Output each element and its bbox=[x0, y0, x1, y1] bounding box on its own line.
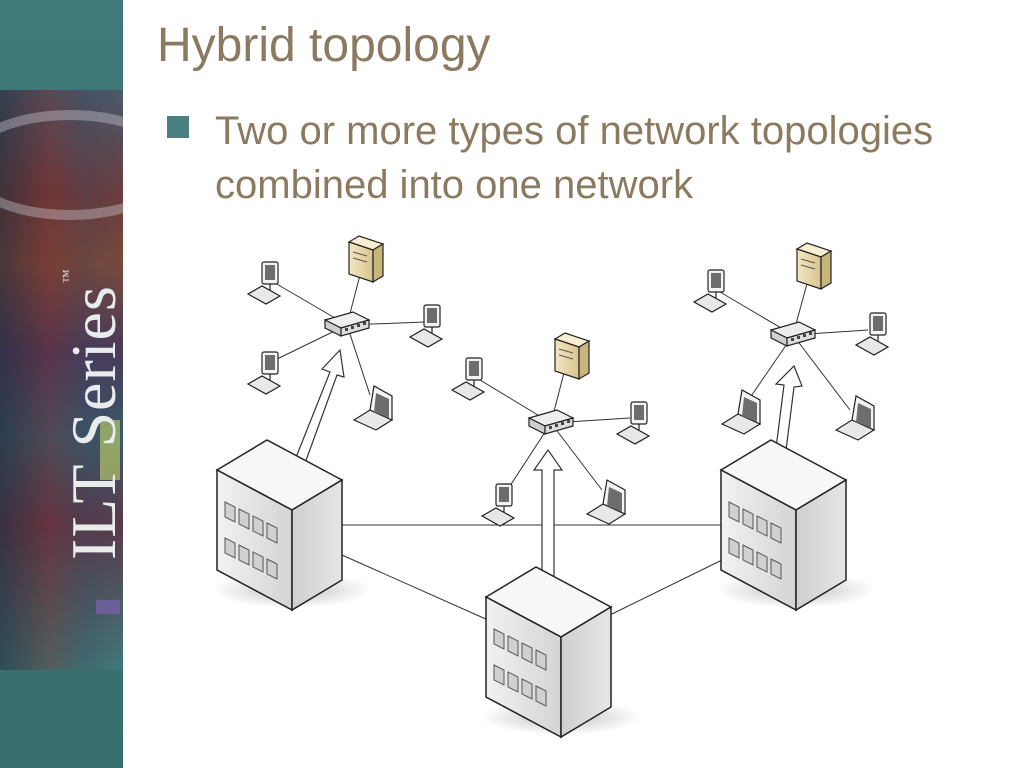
server-right bbox=[796, 242, 832, 290]
bullet-text: Two or more types of network topologies … bbox=[215, 109, 934, 207]
sidebar-decoration bbox=[0, 110, 123, 220]
workstation-left-1 bbox=[247, 261, 281, 305]
wan-links bbox=[341, 524, 723, 621]
bullet-item: Two or more types of network topologies … bbox=[165, 104, 1015, 212]
slide-title: Hybrid topology bbox=[157, 19, 491, 72]
laptop-middle bbox=[586, 479, 626, 525]
workstation-middle-1 bbox=[451, 357, 485, 401]
sidebar-decoration bbox=[96, 600, 120, 614]
building-center bbox=[480, 566, 642, 738]
server-middle bbox=[554, 332, 590, 380]
server-left bbox=[348, 235, 384, 283]
building-right bbox=[715, 439, 877, 611]
workstation-right-1 bbox=[693, 269, 727, 313]
workstation-middle-2 bbox=[616, 401, 650, 445]
bullet-square-icon bbox=[167, 116, 189, 138]
workstation-left-2 bbox=[409, 304, 443, 348]
workstation-left-3 bbox=[247, 351, 281, 395]
laptop-right-1 bbox=[721, 389, 761, 435]
sidebar-banner: ILT Series™ bbox=[0, 0, 123, 768]
lan-links-left bbox=[274, 274, 426, 396]
sidebar-decoration bbox=[100, 420, 120, 480]
workstation-middle-3 bbox=[481, 483, 515, 527]
workstation-right-2 bbox=[855, 312, 889, 356]
laptop-left bbox=[353, 385, 393, 431]
laptop-right-2 bbox=[835, 395, 875, 441]
